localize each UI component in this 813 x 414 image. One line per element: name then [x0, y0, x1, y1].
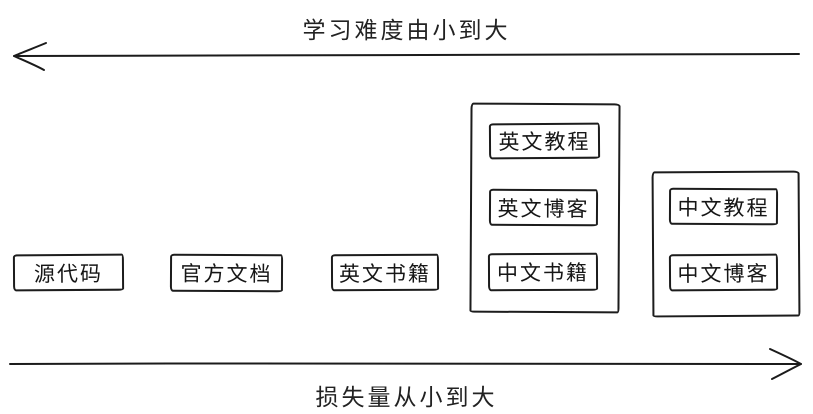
right-arrow-head-upper — [769, 348, 802, 365]
right-arrow — [9, 348, 802, 380]
node-english-books: 英文书籍 — [330, 253, 440, 292]
right-arrow-line — [9, 362, 800, 365]
left-arrow-head-lower — [13, 55, 45, 71]
top-axis-label: 学习难度由小到大 — [302, 17, 511, 43]
node-english-blogs: 英文博客 — [488, 188, 599, 227]
node-chinese-books: 中文书籍 — [487, 252, 599, 292]
left-arrow — [13, 42, 800, 71]
bottom-axis-label: 损失量从小到大 — [315, 384, 498, 410]
node-chinese-blogs: 中文博客 — [668, 253, 779, 292]
node-chinese-tutorials: 中文教程 — [668, 187, 779, 226]
node-official-docs: 官方文档 — [169, 253, 284, 293]
node-english-tutorials: 英文教程 — [488, 122, 601, 160]
right-arrow-head-lower — [771, 363, 802, 380]
left-arrow-line — [15, 53, 800, 58]
node-source-code: 源代码 — [12, 253, 125, 292]
